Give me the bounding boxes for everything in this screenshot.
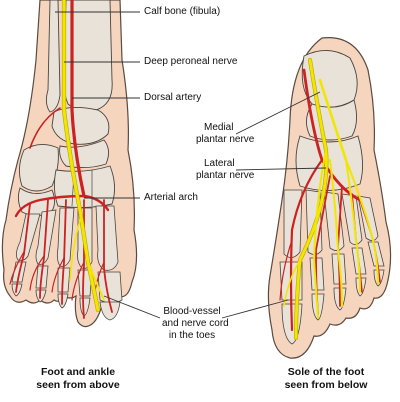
leader-toe-cord-left [103, 295, 161, 319]
label-medial-plantar-nerve: Medial plantar nerve [196, 122, 255, 145]
label-deep-peroneal-nerve: Deep peroneal nerve [144, 56, 238, 67]
arteries-top [9, 0, 113, 319]
leader-medial-plantar [235, 91, 321, 135]
label-dorsal-artery: Dorsal artery [144, 92, 202, 103]
label-lateral-plantar-nerve: Lateral plantar nerve [196, 158, 255, 181]
nerves-top [61, 0, 105, 313]
talus-bone [51, 107, 110, 145]
label-fibula: Calf bone (fibula) [144, 6, 221, 17]
calcaneus-bone [19, 144, 59, 192]
leader-lateral-plantar [235, 167, 327, 171]
nerves-sole [283, 58, 379, 340]
fibula-bone [45, 0, 61, 113]
foot-sole-view [267, 37, 392, 359]
caption-foot-sole-view: Sole of the foot seen from below [284, 366, 368, 391]
leader-toe-cord-right [221, 299, 289, 319]
label-arterial-arch: Arterial arch [144, 192, 198, 203]
label-toe-vessel-nerve-cord: Blood-vessel and nerve cord in the toes [162, 306, 229, 341]
foot-top-view [1, 0, 138, 328]
leader-lines [55, 11, 327, 319]
caption-foot-top-view: Foot and ankle seen from above [36, 366, 120, 391]
